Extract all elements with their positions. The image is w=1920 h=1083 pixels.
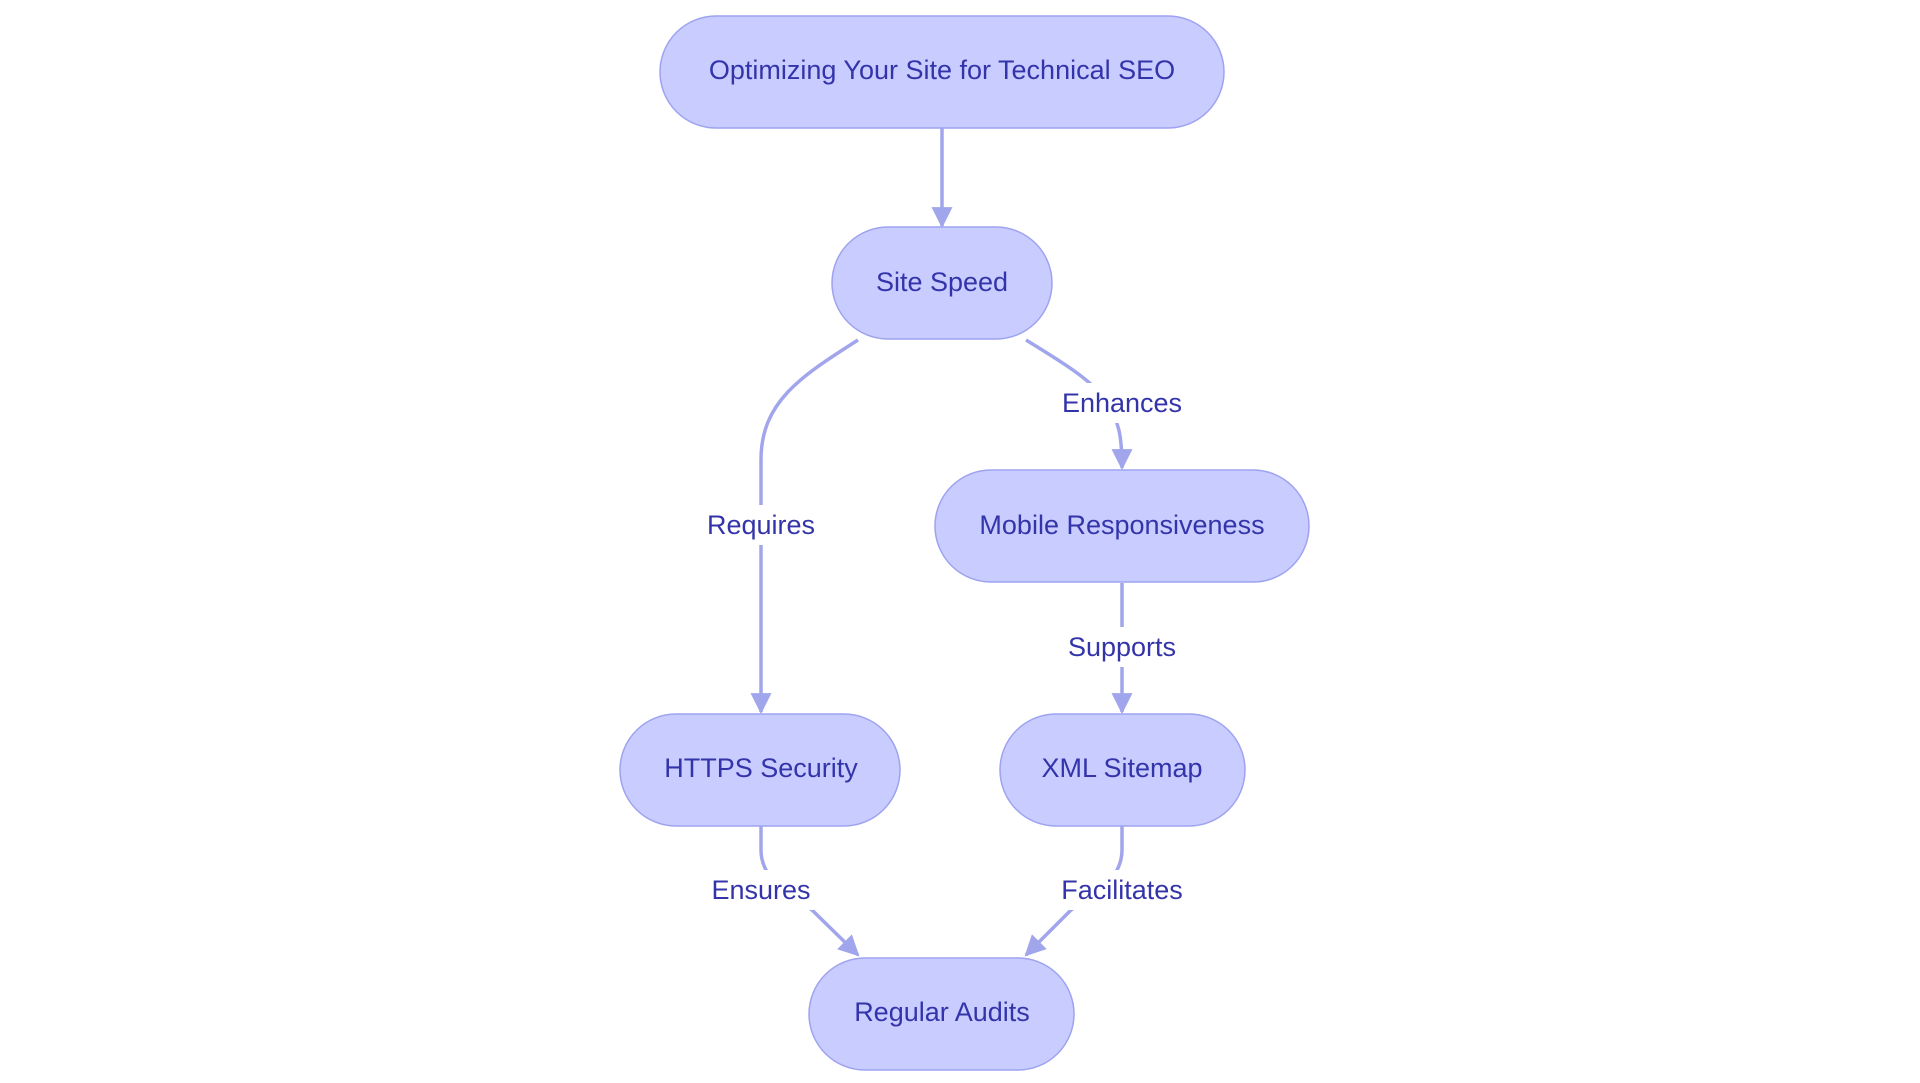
- node-label-regular-audits: Regular Audits: [854, 997, 1030, 1027]
- node-shape: [659, 15, 1225, 129]
- node-shape: [831, 226, 1053, 340]
- node-label-https-security: HTTPS Security: [664, 753, 858, 783]
- node-mobile-responsiveness: Mobile Responsiveness: [934, 469, 1310, 583]
- node-site-speed: Site Speed: [831, 226, 1053, 340]
- edge-sitemap-to-audits: Facilitates: [1024, 826, 1194, 957]
- node-shape: [619, 713, 901, 827]
- edge-label-background: [1050, 870, 1194, 910]
- edge-label-background: [700, 505, 822, 545]
- edge-speed-to-https: Requires: [700, 338, 859, 715]
- node-label-mobile-responsiveness: Mobile Responsiveness: [979, 510, 1264, 540]
- edge-label-supports: Supports: [1068, 632, 1176, 662]
- node-shape: [808, 957, 1075, 1071]
- node-shape: [999, 713, 1246, 827]
- node-https-security: HTTPS Security: [619, 713, 901, 827]
- node-label-site-speed: Site Speed: [876, 267, 1008, 297]
- edge-label-background: [1058, 627, 1186, 667]
- node-root: Optimizing Your Site for Technical SEO: [659, 15, 1225, 129]
- node-shape: [934, 469, 1310, 583]
- edge-line: [750, 338, 859, 715]
- node-regular-audits: Regular Audits: [808, 957, 1075, 1071]
- edge-label-background: [1056, 383, 1188, 423]
- edge-https-to-audits: Ensures: [700, 826, 860, 957]
- node-label-root: Optimizing Your Site for Technical SEO: [709, 55, 1175, 85]
- edge-label-ensures: Ensures: [711, 875, 810, 905]
- edge-speed-to-mobile: Enhances: [1025, 338, 1188, 471]
- edge-label-requires: Requires: [707, 510, 815, 540]
- node-label-xml-sitemap: XML Sitemap: [1041, 753, 1202, 783]
- edge-mobile-to-sitemap: Supports: [1058, 583, 1186, 715]
- node-xml-sitemap: XML Sitemap: [999, 713, 1246, 827]
- edge-label-enhances: Enhances: [1062, 388, 1182, 418]
- edge-label-facilitates: Facilitates: [1061, 875, 1183, 905]
- edge-label-background: [700, 870, 822, 910]
